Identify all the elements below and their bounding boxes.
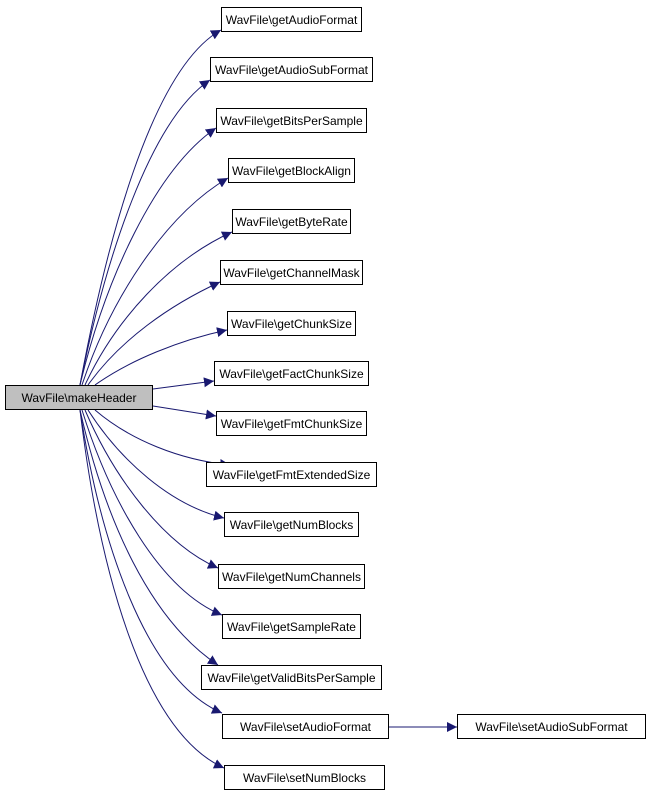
node-set-audio-sub-format[interactable]: WavFile\setAudioSubFormat xyxy=(457,714,646,739)
edge-to-get-byte-rate xyxy=(84,231,233,386)
node-get-valid-bits-per-sample[interactable]: WavFile\getValidBitsPerSample xyxy=(201,665,382,690)
edge-to-get-num-blocks xyxy=(87,409,225,521)
edge-to-set-num-blocks xyxy=(79,409,225,769)
node-get-sample-rate[interactable]: WavFile\getSampleRate xyxy=(222,614,361,639)
edge-to-get-audio-sub-format xyxy=(79,79,211,386)
edge-to-get-chunk-size xyxy=(94,327,228,386)
edge-to-get-bits-per-sample xyxy=(79,127,217,386)
node-get-block-align[interactable]: WavFile\getBlockAlign xyxy=(228,158,355,183)
edge-to-get-channel-mask xyxy=(87,281,221,386)
node-get-num-channels[interactable]: WavFile\getNumChannels xyxy=(218,564,365,589)
node-set-audio-format[interactable]: WavFile\setAudioFormat xyxy=(222,714,389,739)
edge-to-get-num-channels xyxy=(84,409,219,569)
edge-to-get-audio-format xyxy=(79,29,222,386)
node-get-channel-mask[interactable]: WavFile\getChannelMask xyxy=(220,260,363,285)
edge-to-set-audio-format xyxy=(79,409,223,714)
node-get-fact-chunk-size[interactable]: WavFile\getFactChunkSize xyxy=(214,361,369,386)
root-node-make-header[interactable]: WavFile\makeHeader xyxy=(5,385,153,410)
edge-to-get-valid-bits-per-sample xyxy=(79,409,219,666)
edge-to-get-fact-chunk-size xyxy=(152,377,215,390)
node-get-byte-rate[interactable]: WavFile\getByteRate xyxy=(232,209,351,234)
node-set-num-blocks[interactable]: WavFile\setNumBlocks xyxy=(224,765,385,790)
node-get-bits-per-sample[interactable]: WavFile\getBitsPerSample xyxy=(216,108,367,133)
node-get-fmt-extended-size[interactable]: WavFile\getFmtExtendedSize xyxy=(206,462,377,487)
edge-to-get-fmt-chunk-size xyxy=(152,405,217,420)
node-get-fmt-chunk-size[interactable]: WavFile\getFmtChunkSize xyxy=(216,411,367,436)
edge-to-get-sample-rate xyxy=(81,409,223,616)
edge-to-get-block-align xyxy=(81,177,229,386)
node-get-audio-sub-format[interactable]: WavFile\getAudioSubFormat xyxy=(210,57,373,82)
node-get-audio-format[interactable]: WavFile\getAudioFormat xyxy=(221,7,362,32)
node-get-num-blocks[interactable]: WavFile\getNumBlocks xyxy=(224,512,359,537)
edge-to-get-fmt-extended-size xyxy=(94,409,231,469)
node-get-chunk-size[interactable]: WavFile\getChunkSize xyxy=(227,311,356,336)
